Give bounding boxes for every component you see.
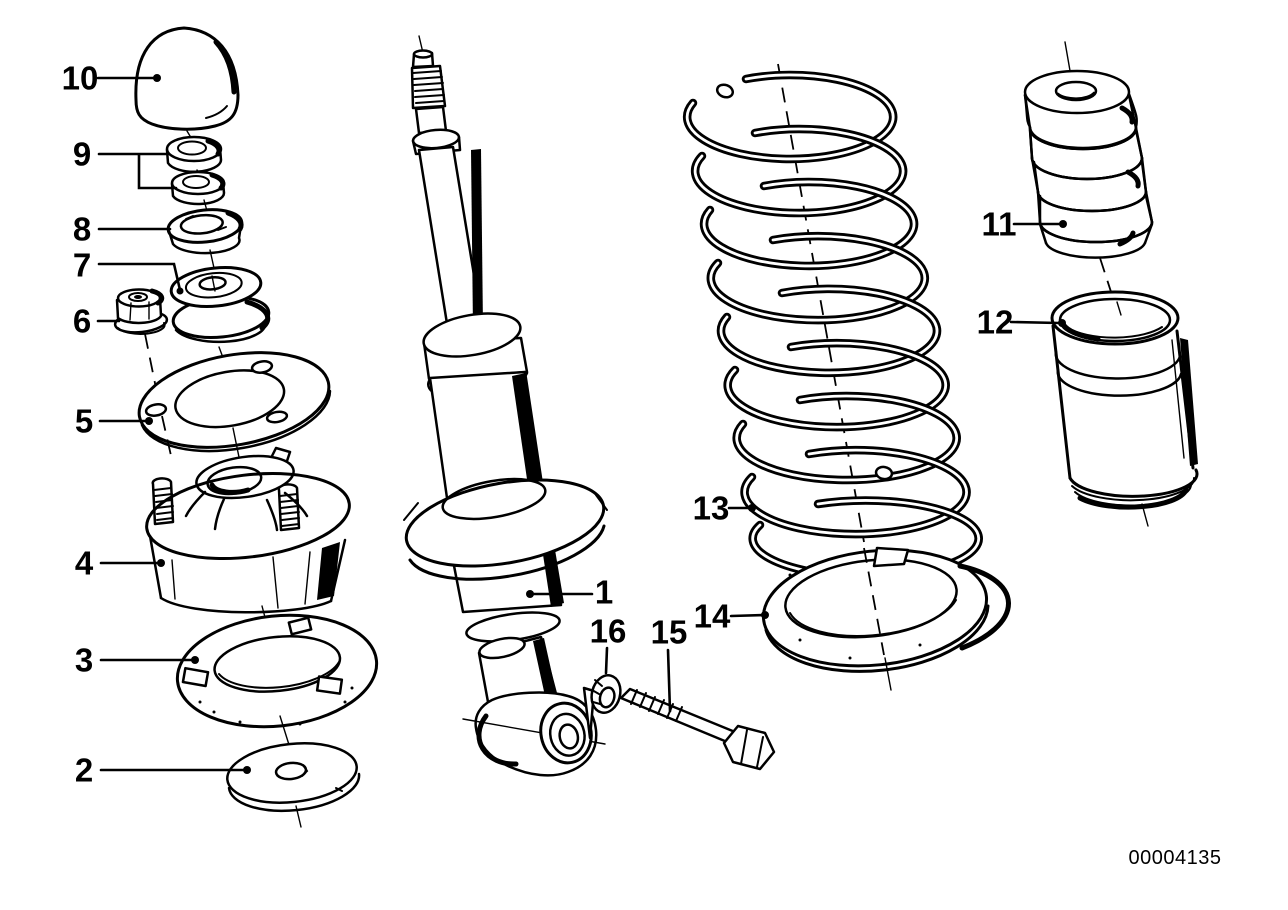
callout-8-label: 8 [73,211,91,248]
part-6-flange-nut [113,288,169,335]
callout-15-label: 15 [651,614,688,651]
part-5-retaining-plate [137,351,332,453]
part-7-rubber-mounting [169,266,271,344]
callout-7-label: 7 [73,247,91,284]
part-15-hex-bolt [619,687,776,771]
part-16-lock-washer [590,674,622,714]
callout-9-label: 9 [73,136,91,173]
part-13-coil-spring [682,63,983,581]
part-1-shock-absorber [403,35,608,777]
callouts: 10 9 8 7 6 5 4 3 2 1 16 15 13 14 11 12 [62,60,1067,789]
part-14-lower-spring-pad [761,546,1011,673]
part-10-protective-cap [134,26,240,131]
part-8-washer-cup [166,208,244,255]
callout-2-label: 2 [75,752,93,789]
part-9-hex-nut-upper [165,135,223,174]
callout-14-label: 14 [694,598,731,635]
part-2-washer [226,742,361,813]
part-9-hex-nut-lower [170,170,226,206]
callout-5-label: 5 [75,403,93,440]
part-3-support-ring [175,613,379,729]
callout-3-label: 3 [75,642,93,679]
callout-16-label: 16 [590,613,627,650]
callout-12-label: 12 [977,304,1014,341]
part-4-upper-shock-mount [144,446,351,615]
callout-11-label: 11 [982,206,1017,243]
callout-13-label: 13 [693,490,730,527]
diagram-code: 00004135 [1129,847,1222,869]
part-12-protective-tube [1050,290,1199,510]
callout-6-label: 6 [73,303,91,340]
callout-4-label: 4 [75,545,94,582]
callout-1-label: 1 [595,574,613,611]
part-11-rubber-buffer [1023,69,1154,259]
callout-10-label: 10 [62,60,99,97]
